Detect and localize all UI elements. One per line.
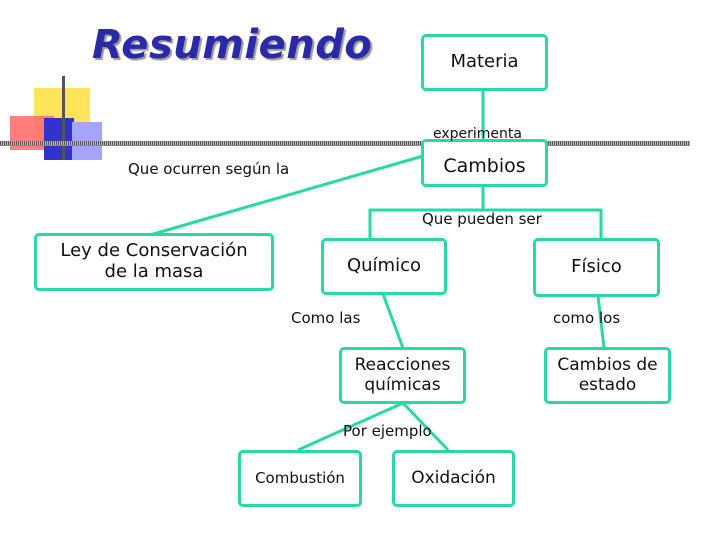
node-combustion: Combustión	[238, 450, 362, 507]
node-oxidacion: Oxidación	[392, 450, 515, 507]
link-reacciones-oxidacion	[401, 401, 450, 452]
node-materia: Materia	[421, 34, 548, 91]
link-label-que-ocurren: Que ocurren según la	[128, 160, 290, 178]
link-label-experimenta: experimenta	[433, 126, 522, 142]
node-oxidacion-label: Oxidación	[411, 467, 496, 488]
node-estado-line2: estado	[578, 374, 637, 395]
node-ley-line1: Ley de Conservación	[60, 240, 248, 262]
node-materia-label: Materia	[450, 51, 519, 73]
node-quimico-label: Químico	[346, 255, 422, 277]
link-branch-quimico-fisico	[368, 208, 603, 238]
node-cambios: Cambios	[421, 139, 548, 187]
node-estado-line1: Cambios de	[557, 354, 658, 375]
link-cambios-ley	[149, 154, 424, 237]
link-label-como-las: Como las	[291, 309, 361, 327]
node-reacciones-line2: químicas	[364, 374, 441, 395]
link-label-que-pueden-ser: Que pueden ser	[422, 210, 542, 228]
decor-square-blue	[44, 118, 74, 160]
decor-rule-underline	[0, 145, 690, 146]
link-fisico-estado	[596, 295, 606, 349]
node-combustion-label: Combustión	[255, 468, 345, 487]
node-cambios-de-estado: Cambios de estado	[544, 347, 671, 404]
link-quimico-reacciones	[381, 293, 405, 349]
decor-dotted-rule	[0, 141, 690, 145]
node-quimico: Químico	[321, 238, 447, 295]
link-label-por-ejemplo: Por ejemplo	[343, 422, 432, 440]
node-cambios-label: Cambios	[443, 155, 526, 178]
node-ley-line2: de la masa	[104, 261, 204, 282]
link-label-como-los: como los	[553, 309, 621, 327]
node-reacciones-quimicas: Reacciones químicas	[339, 347, 466, 404]
page-title: Resumiendo	[92, 22, 373, 68]
decor-vertical-line	[62, 76, 65, 160]
node-fisico-label: Físico	[571, 256, 622, 278]
link-reacciones-combustion	[297, 401, 404, 452]
node-ley-conservacion: Ley de Conservación de la masa	[34, 233, 274, 291]
node-fisico: Físico	[533, 238, 660, 297]
node-reacciones-line1: Reacciones	[354, 354, 451, 375]
